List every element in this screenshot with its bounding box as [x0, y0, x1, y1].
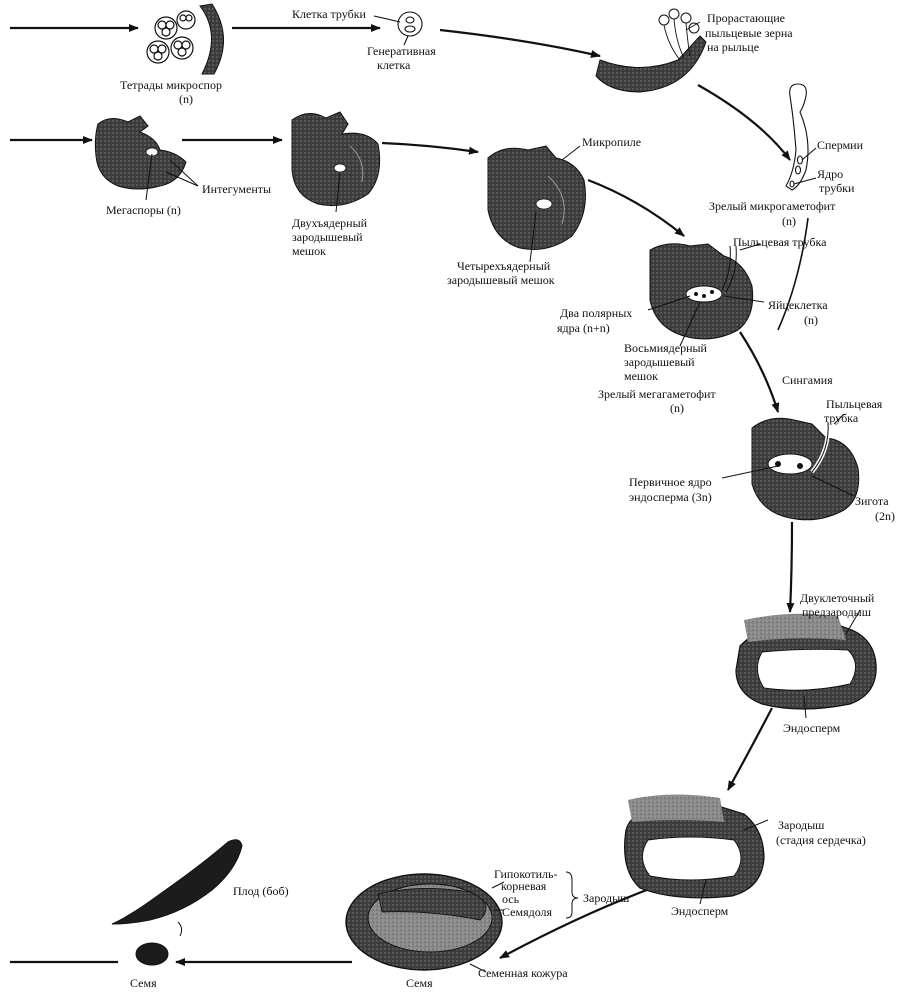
label-eight-nucleate-2: зародышевый — [624, 355, 695, 369]
label-embryo-2: (стадия сердечка) — [776, 833, 866, 847]
label-generative-cell-2: клетка — [377, 58, 411, 72]
label-fruit: Плод (боб) — [233, 884, 289, 898]
label-cotyledon: Семядоля — [502, 905, 553, 919]
label-polar-nuclei-1: Два полярных — [560, 306, 632, 320]
seed-large-figure — [345, 873, 505, 973]
label-mature-megagametophyte: Зрелый мегагаметофит — [598, 387, 716, 401]
heart-embryo-figure — [624, 794, 769, 905]
label-tube-nucleus-1: Ядро — [817, 167, 843, 181]
microspore-tetrads-figure — [146, 3, 224, 75]
label-embryo-1: Зародыш — [778, 818, 825, 832]
label-hypocotyl-3: ось — [502, 892, 520, 906]
arrow-pollen-to-germinating — [439, 28, 601, 58]
pollen-grain-figure — [373, 11, 423, 46]
label-mature-megagametophyte-ploidy: (n) — [670, 401, 684, 415]
arrow-microgametophyte-to-syngamy — [777, 217, 809, 331]
label-egg-cell-ploidy: (n) — [804, 313, 818, 327]
label-two-nucleate-2: зародышевый — [292, 230, 363, 244]
label-eight-nucleate-3: мешок — [624, 369, 658, 383]
ovule-four-nucleate-figure — [487, 145, 586, 263]
arrow-germinating-to-microgametophyte — [697, 84, 791, 161]
label-germinating-1: Прорастающие — [707, 11, 785, 25]
label-seed-large: Семя — [406, 976, 433, 990]
microgametophyte-figure — [785, 83, 817, 191]
label-zygote-ploidy: (2n) — [875, 509, 895, 523]
label-pollen-tube-2b: трубка — [824, 411, 859, 425]
fruit-pod-figure — [111, 839, 243, 937]
label-zygote: Зигота — [855, 494, 889, 508]
label-germinating-3: на рыльце — [707, 40, 759, 54]
arrow-two-to-four — [381, 141, 479, 155]
embryo-brace — [565, 871, 579, 919]
ovule-syngamy-figure — [721, 413, 860, 521]
ovule-two-nucleate-figure — [291, 111, 381, 213]
label-polar-nuclei-2: ядра (n+n) — [557, 321, 610, 335]
diagram-labels: Тетрады микроспор (n) Клетка трубки Гене… — [106, 7, 895, 990]
label-endosperm-2: Эндосперм — [671, 904, 729, 918]
label-eight-nucleate-1: Восьмиядерный — [624, 341, 708, 355]
label-mature-microgametophyte: Зрелый микрогаметофит — [709, 199, 836, 213]
label-four-nucleate-1: Четырехъядерный — [457, 259, 551, 273]
label-micropyle: Микропиле — [582, 135, 641, 149]
arrow-four-to-eight — [587, 178, 685, 237]
flow-arrows — [10, 24, 809, 966]
label-seed-coat: Семенная кожура — [478, 966, 568, 980]
label-seed-small: Семя — [130, 976, 157, 990]
arrow-heart-to-seed — [499, 886, 653, 959]
seed-small-figure — [135, 942, 169, 966]
label-embryo-group: Зародыш — [583, 891, 630, 905]
label-sperm: Спермии — [817, 138, 864, 152]
label-mature-microgametophyte-ploidy: (n) — [782, 214, 796, 228]
label-syngamy: Сингамия — [782, 373, 833, 387]
label-four-nucleate-2: зародышевый мешок — [447, 273, 555, 287]
label-megaspores: Мегаспоры (n) — [106, 203, 181, 217]
label-primary-endosperm-1: Первичное ядро — [629, 475, 712, 489]
arrow-proembryo-to-heart — [727, 707, 773, 791]
label-pollen-tube-1: Пыльцевая трубка — [733, 235, 827, 249]
label-primary-endosperm-2: эндосперма (3n) — [629, 490, 712, 504]
label-two-nucleate-1: Двухъядерный — [292, 216, 368, 230]
arrow-syngamy-to-proembryo — [786, 521, 795, 613]
label-pollen-tube-2a: Пыльцевая — [826, 397, 883, 411]
label-generative-cell-1: Генеративная — [367, 44, 436, 58]
arrow-eight-to-syngamy — [739, 331, 780, 413]
label-tube-cell: Клетка трубки — [292, 7, 367, 21]
label-integuments: Интегументы — [202, 182, 271, 196]
ovule-eight-nucleate-figure — [647, 243, 765, 347]
label-germinating-2: пыльцевые зерна — [705, 26, 793, 40]
label-microspore-tetrads-ploidy: (n) — [179, 92, 193, 106]
germinating-pollen-figure — [595, 8, 707, 93]
label-egg-cell: Яйцеклетка — [768, 298, 828, 312]
label-hypocotyl-2: корневая — [501, 879, 547, 893]
label-hypocotyl-1: Гипокотиль- — [494, 867, 558, 881]
ovule-megaspores-figure — [94, 115, 199, 201]
label-tube-nucleus-2: трубки — [819, 181, 855, 195]
proembryo-figure — [735, 609, 877, 719]
label-proembryo-2: предзародыш — [802, 605, 872, 619]
label-two-nucleate-3: мешок — [292, 244, 326, 258]
label-microspore-tetrads: Тетрады микроспор — [120, 78, 222, 92]
label-endosperm-1: Эндосперм — [783, 721, 841, 735]
label-proembryo-1: Двуклеточный — [800, 591, 875, 605]
